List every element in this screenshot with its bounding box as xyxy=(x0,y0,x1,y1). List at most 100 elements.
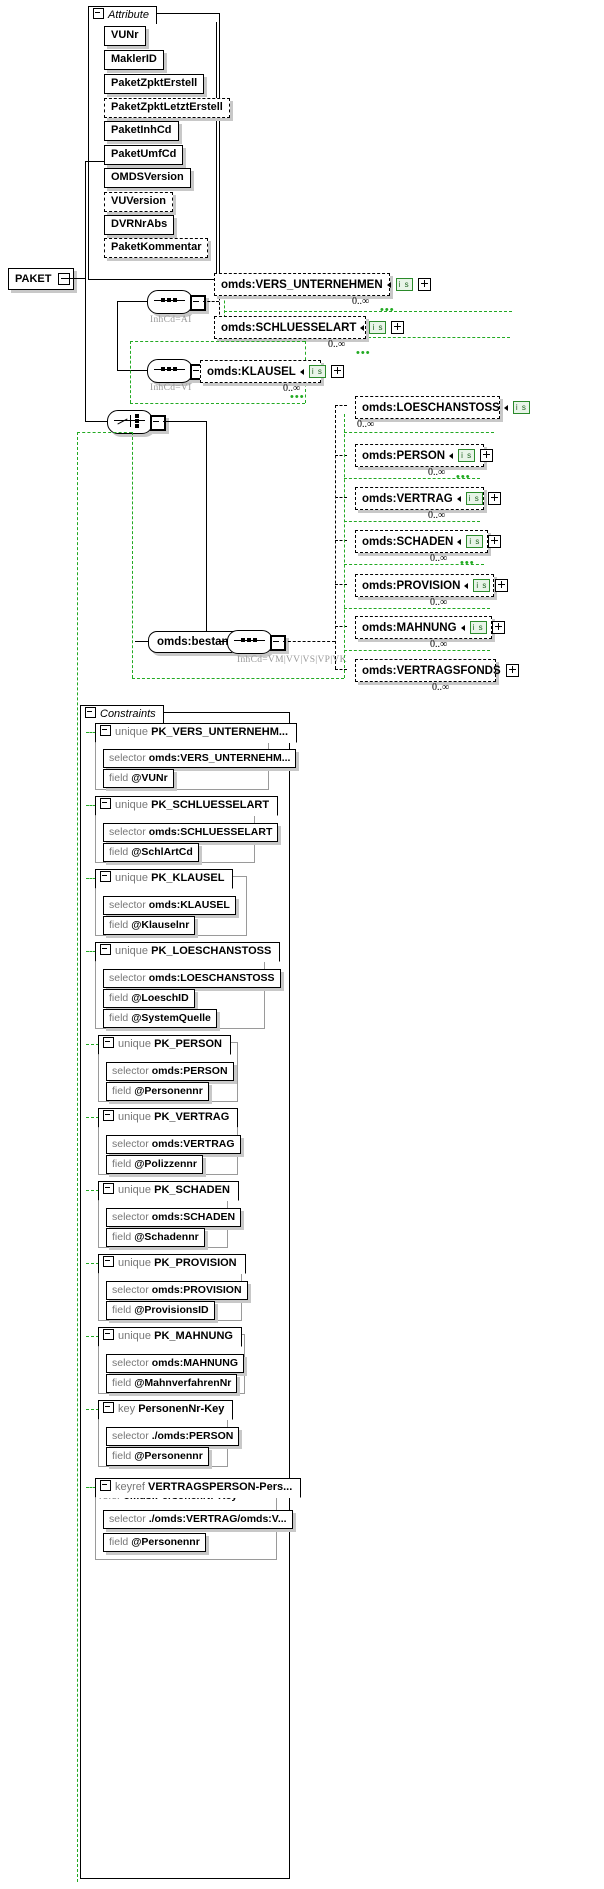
constraint-header[interactable]: unique PK_SCHADEN xyxy=(98,1181,239,1201)
collapse-icon[interactable] xyxy=(93,8,104,19)
collapse-icon[interactable] xyxy=(103,1037,114,1048)
collapse-icon[interactable] xyxy=(58,273,71,285)
constraint-field-row[interactable]: field @Polizzennr xyxy=(106,1155,203,1174)
selector-value: omds:VERTRAG xyxy=(151,1138,235,1150)
constraint-selector-row[interactable]: selector omds:SCHADEN xyxy=(106,1208,242,1227)
constraint-header[interactable]: unique PK_VERS_UNTERNEHM... xyxy=(95,723,298,743)
collapse-icon[interactable] xyxy=(100,944,111,955)
compositor-sequence-ai[interactable] xyxy=(147,290,206,314)
attribute-dvrnrabs[interactable]: DVRNrAbs xyxy=(104,215,175,235)
constraint-field-row[interactable]: field @SchlArtCd xyxy=(103,843,199,862)
expander-icon[interactable] xyxy=(150,415,166,431)
element-vertrag[interactable]: omds:VERTRAG i s xyxy=(355,487,501,510)
constraints-group-frame xyxy=(80,712,290,1879)
attribute-paketzpktletzterstell[interactable]: PaketZpktLetztErstell xyxy=(104,98,230,118)
element-label: omds:SCHLUESSELART xyxy=(221,321,357,334)
collapse-icon[interactable] xyxy=(100,1480,111,1491)
constraint-selector-row[interactable]: selector omds:KLAUSEL xyxy=(103,896,236,915)
constraint-field-row[interactable]: field @VUNr xyxy=(103,769,174,788)
attribute-paketkommentar[interactable]: PaketKommentar xyxy=(104,238,209,258)
cardinality-label: 0..∞ xyxy=(283,383,301,394)
expand-icon[interactable] xyxy=(417,278,431,291)
expand-icon[interactable] xyxy=(487,492,501,505)
constraint-header[interactable]: unique PK_PERSON xyxy=(98,1035,231,1055)
collapse-icon[interactable] xyxy=(100,798,111,809)
constraint-selector-row[interactable]: selector omds:PROVISION xyxy=(106,1281,248,1300)
element-label: omds:bestand xyxy=(157,636,236,648)
constraint-field-row[interactable]: field @ProvisionsID xyxy=(106,1301,215,1320)
expand-icon[interactable] xyxy=(505,664,519,677)
collapse-icon[interactable] xyxy=(100,725,111,736)
constraint-link xyxy=(86,951,96,952)
constraint-field-row[interactable]: field @SystemQuelle xyxy=(103,1009,217,1028)
attribute-group-tab[interactable]: Attribute xyxy=(88,6,157,24)
expander-icon[interactable] xyxy=(190,295,206,311)
constraint-selector-row[interactable]: selector ./omds:VERTRAG/omds:V... xyxy=(103,1510,293,1529)
constraint-header[interactable]: unique PK_VERTRAG xyxy=(98,1108,239,1128)
element-klausel[interactable]: omds:KLAUSEL i s xyxy=(200,360,344,383)
element-loeschanstoss[interactable]: omds:LOESCHANSTOSS i s xyxy=(355,396,530,419)
element-schaden[interactable]: omds:SCHADEN i s xyxy=(355,530,502,553)
expand-icon[interactable] xyxy=(491,621,505,634)
constraint-field-row[interactable]: field @Personennr xyxy=(106,1447,209,1466)
collapse-icon[interactable] xyxy=(103,1183,114,1194)
collapse-icon[interactable] xyxy=(100,871,111,882)
constraint-selector-row[interactable]: selector omds:SCHLUESSELART xyxy=(103,823,279,842)
constraint-field-row[interactable]: field @MahnverfahrenNr xyxy=(106,1374,238,1393)
element-person[interactable]: omds:PERSON i s xyxy=(355,444,494,467)
group-outline xyxy=(130,403,305,404)
constraint-header[interactable]: unique PK_MAHNUNG xyxy=(98,1327,242,1347)
element-mahnung[interactable]: omds:MAHNUNG i s xyxy=(355,616,505,639)
collapse-icon[interactable] xyxy=(85,707,96,718)
compositor-choice-root[interactable] xyxy=(107,410,166,434)
field-keyword: field xyxy=(112,1231,132,1243)
attribute-paketumfcd[interactable]: PaketUmfCd xyxy=(104,145,184,165)
constraint-header[interactable]: unique PK_LOESCHANSTOSS xyxy=(95,942,281,962)
attribute-paketinhcd[interactable]: PaketInhCd xyxy=(104,121,179,141)
element-vertragsfonds[interactable]: omds:VERTRAGSFONDS xyxy=(355,659,519,682)
collapse-icon[interactable] xyxy=(103,1329,114,1340)
constraint-field-row[interactable]: field @Personennr xyxy=(103,1533,206,1552)
constraint-field-row[interactable]: field @Klauselnr xyxy=(103,916,196,935)
constraint-selector-row[interactable]: selector omds:VERTRAG xyxy=(106,1135,241,1154)
constraint-kind: unique xyxy=(118,1184,152,1196)
constraint-header[interactable]: unique PK_PROVISION xyxy=(98,1254,246,1274)
group-outline xyxy=(130,341,305,342)
expand-icon[interactable] xyxy=(391,321,405,334)
constraint-selector-row[interactable]: selector omds:MAHNUNG xyxy=(106,1354,245,1373)
cardinality-label: 0..∞ xyxy=(430,597,448,608)
constraint-header[interactable]: key PersonenNr-Key xyxy=(98,1400,234,1420)
expand-icon[interactable] xyxy=(495,579,509,592)
root-element-paket[interactable]: PAKET xyxy=(8,268,75,290)
attribute-maklerid[interactable]: MaklerID xyxy=(104,50,164,70)
compositor-sequence-bestand[interactable] xyxy=(227,630,286,654)
element-provision[interactable]: omds:PROVISION i s xyxy=(355,574,509,597)
expander-icon[interactable] xyxy=(270,635,286,651)
constraint-field-row[interactable]: field @LoeschID xyxy=(103,989,195,1008)
constraint-selector-row[interactable]: selector ./omds:PERSON xyxy=(106,1427,240,1446)
attribute-vuversion[interactable]: VUVersion xyxy=(104,192,174,212)
collapse-icon[interactable] xyxy=(103,1256,114,1267)
attribute-paketzpkterstell[interactable]: PaketZpktErstell xyxy=(104,74,205,94)
field-keyword: field xyxy=(112,1158,132,1170)
expand-icon[interactable] xyxy=(330,365,344,378)
constraint-selector-row[interactable]: selector omds:LOESCHANSTOSS xyxy=(103,969,281,988)
attribute-omdsversion[interactable]: OMDSVersion xyxy=(104,168,191,188)
constraint-header[interactable]: unique PK_KLAUSEL xyxy=(95,869,234,889)
expand-icon[interactable] xyxy=(488,535,502,548)
constraint-field-row[interactable]: field @Personennr xyxy=(106,1082,209,1101)
collapse-icon[interactable] xyxy=(103,1402,114,1413)
compositor-sequence-vi[interactable] xyxy=(147,359,206,383)
constraint-header[interactable]: keyref VERTRAGSPERSON-Pers... xyxy=(95,1478,302,1498)
constraint-header[interactable]: unique PK_SCHLUESSELART xyxy=(95,796,279,816)
element-vers-unternehmen[interactable]: omds:VERS_UNTERNEHMEN i s xyxy=(214,273,431,296)
expand-icon[interactable] xyxy=(480,449,494,462)
constraint-selector-row[interactable]: selector omds:VERS_UNTERNEHM... xyxy=(103,749,297,768)
constraints-group-tab[interactable]: Constraints xyxy=(80,705,164,723)
element-schluesselart[interactable]: omds:SCHLUESSELART i s xyxy=(214,316,405,339)
collapse-icon[interactable] xyxy=(103,1110,114,1121)
attribute-vunr[interactable]: VUNr xyxy=(104,26,146,46)
constraint-kind: key xyxy=(118,1403,136,1415)
constraint-selector-row[interactable]: selector omds:PERSON xyxy=(106,1062,234,1081)
constraint-field-row[interactable]: field @Schadennr xyxy=(106,1228,205,1247)
